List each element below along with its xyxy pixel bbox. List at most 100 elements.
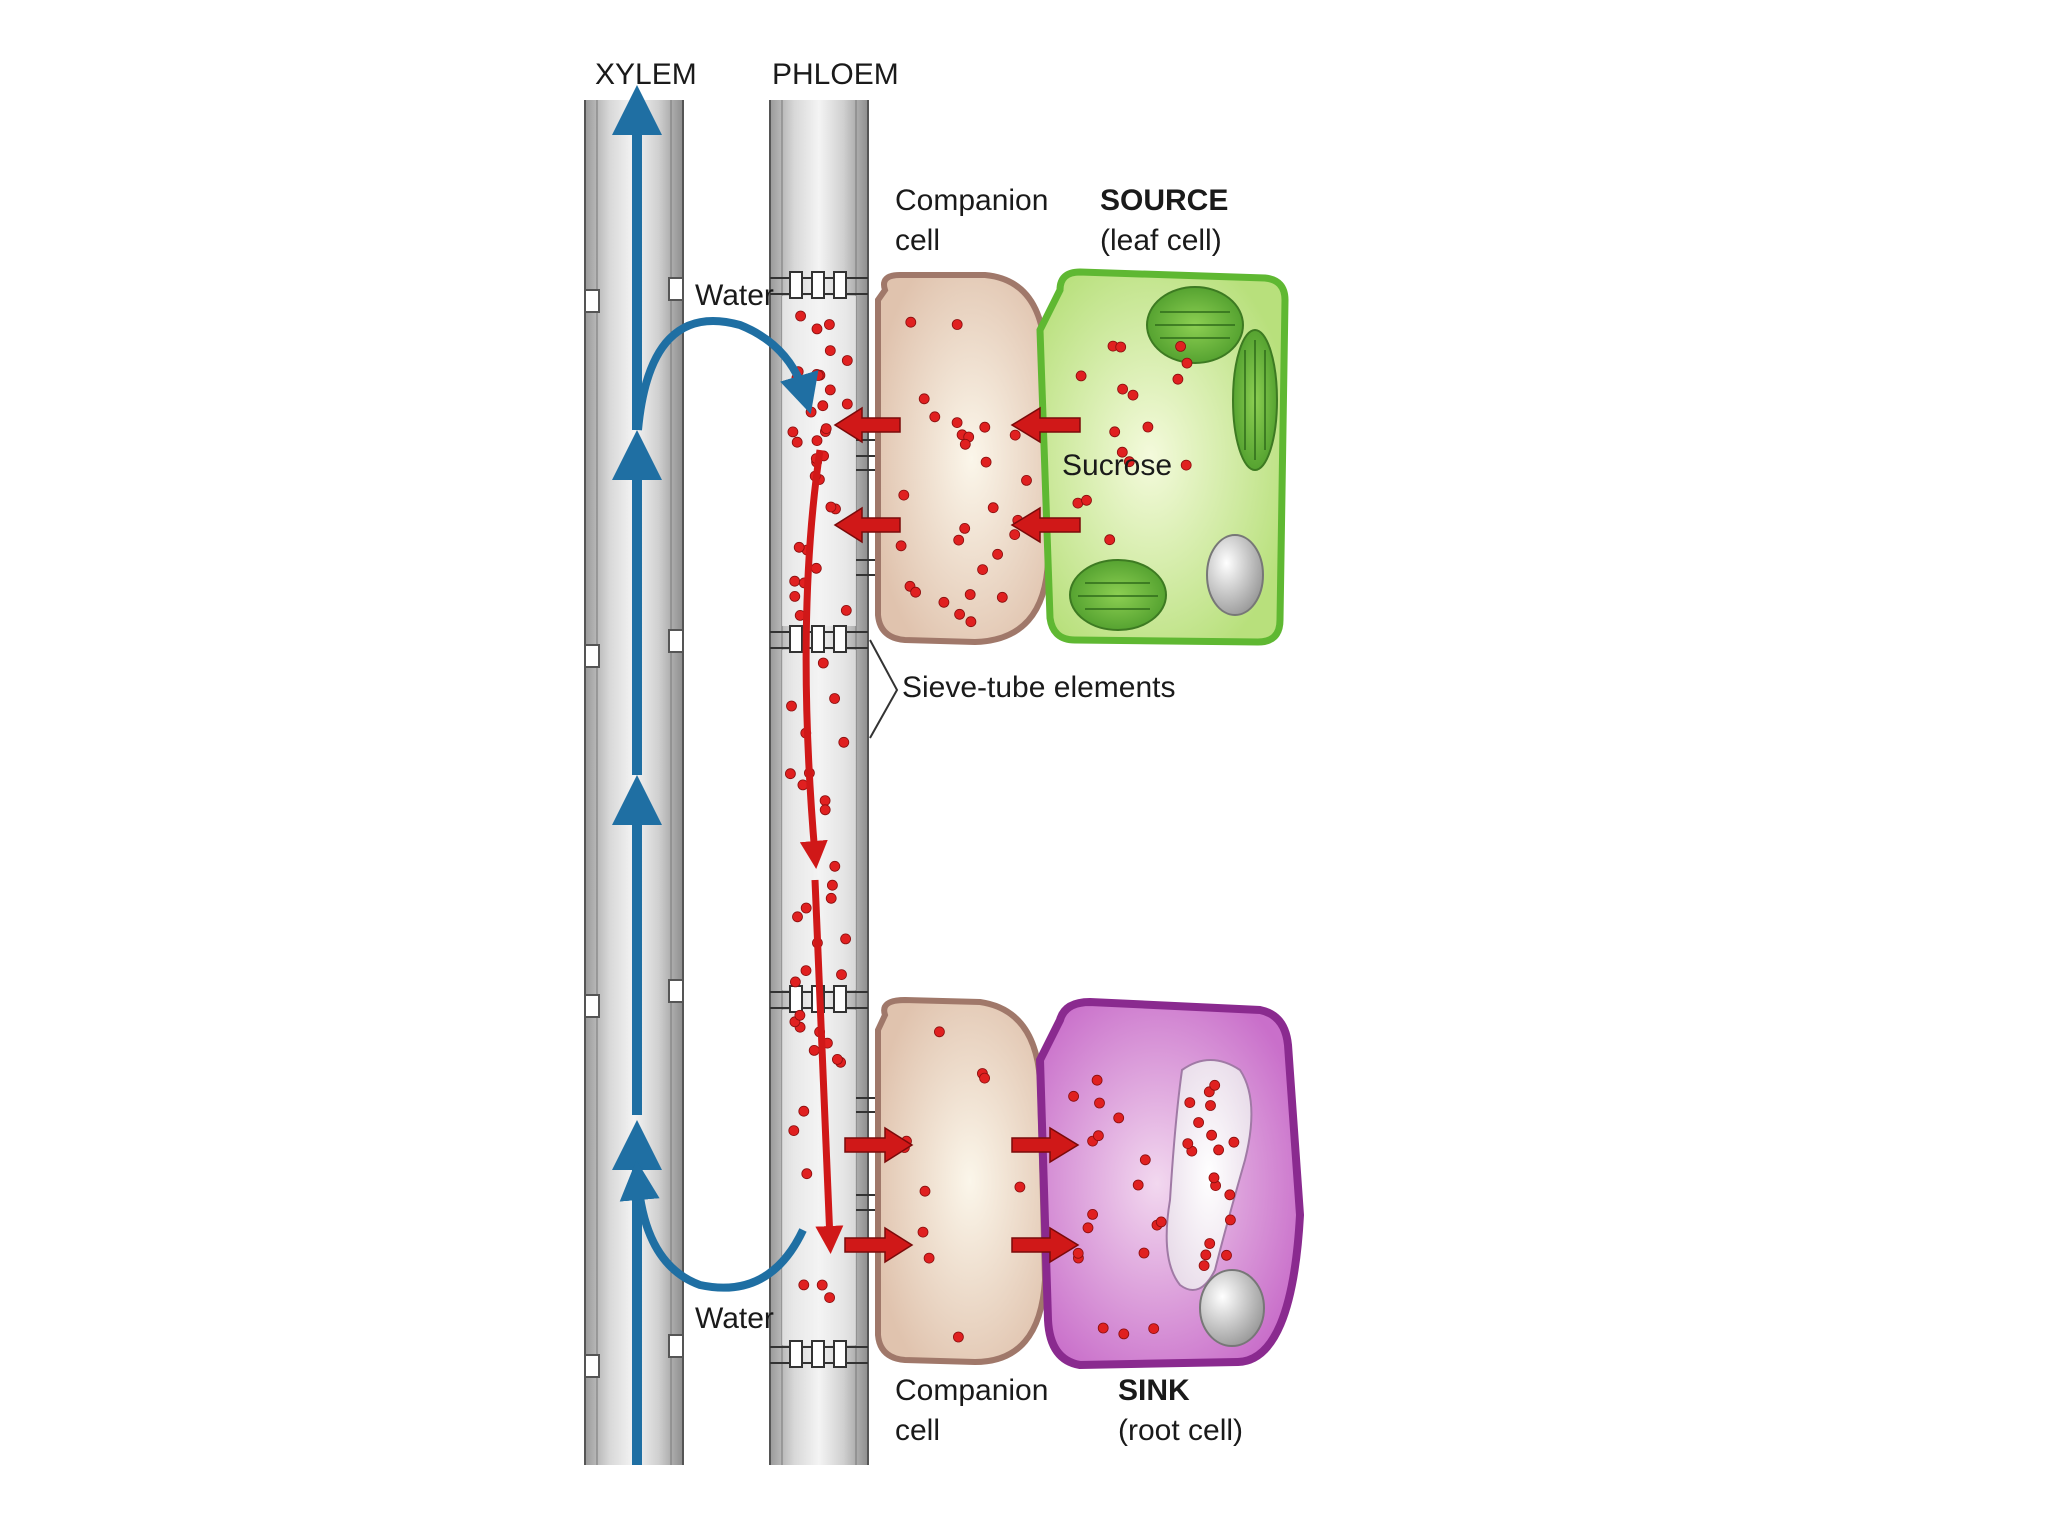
sucrose-dot: [832, 1054, 843, 1065]
sucrose-dot: [1155, 1216, 1167, 1228]
sucrose-molecules: [785, 310, 1240, 1343]
sucrose-dot: [824, 1292, 835, 1303]
source-title: SOURCE: [1100, 184, 1228, 217]
sink-title: SINK: [1118, 1374, 1190, 1407]
sucrose-dot: [1182, 1138, 1194, 1149]
sucrose-dot: [1009, 529, 1021, 540]
sucrose-dot: [1123, 456, 1135, 468]
sucrose-dot: [938, 596, 950, 608]
sucrose-dot: [1091, 1074, 1103, 1086]
sucrose-dot: [810, 562, 822, 574]
sieve-tube-bracket: [869, 639, 899, 739]
sucrose-dot: [1175, 340, 1186, 352]
sucrose-dot: [1093, 1130, 1104, 1142]
sucrose-dot: [1075, 370, 1087, 382]
sucrose-dot: [820, 423, 832, 435]
sink-root-cell: [1035, 997, 1305, 1370]
water-label-bottom: Water: [695, 1302, 774, 1335]
sucrose-dot: [919, 1185, 931, 1197]
sucrose-dot: [805, 406, 817, 418]
sucrose-dot: [792, 911, 803, 923]
sucrose-dot: [959, 438, 971, 450]
sucrose-dot: [800, 965, 812, 976]
sucrose-dot: [785, 768, 796, 780]
sucrose-dot: [996, 591, 1008, 603]
sucrose-dot: [1087, 1209, 1098, 1220]
sucrose-dot: [1228, 1136, 1240, 1148]
sucrose-dot: [1132, 1179, 1144, 1191]
sucrose-dot: [788, 1125, 800, 1136]
sucrose-dot: [1081, 494, 1092, 506]
sucrose-dot: [1209, 1079, 1221, 1091]
sucrose-dot: [798, 1279, 810, 1291]
sucrose-dot: [1184, 1097, 1196, 1108]
sucrose-dot: [1072, 1247, 1084, 1259]
sucrose-unloading-arrows: [844, 1126, 1080, 1264]
sucrose-dot: [789, 591, 801, 602]
xylem-label: XYLEM: [595, 58, 697, 91]
sucrose-dot: [811, 435, 823, 447]
sucrose-dot: [840, 605, 852, 616]
sucrose-dot: [979, 421, 991, 433]
sucrose-dot: [817, 400, 829, 412]
sucrose-dot: [817, 657, 829, 669]
nucleus-source: [1206, 534, 1264, 616]
sucrose-dot: [898, 489, 910, 501]
sucrose-dot: [1205, 1100, 1216, 1111]
sucrose-dot: [895, 540, 907, 552]
sucrose-dot: [1117, 383, 1128, 395]
sucrose-dot: [1139, 1154, 1151, 1166]
sucrose-dot: [1097, 1322, 1109, 1334]
companion-cell-bottom: [875, 996, 1049, 1366]
sucrose-dot: [992, 548, 1003, 560]
companion-cell-bottom-label-line1: Companion: [895, 1374, 1048, 1407]
companion-cell-bottom-label-line2: cell: [895, 1414, 940, 1447]
sucrose-dot: [789, 575, 801, 587]
sucrose-dot: [951, 319, 963, 330]
sucrose-dot: [1009, 429, 1021, 441]
sucrose-dot: [951, 417, 963, 429]
sieve-plate-2: [770, 625, 868, 653]
sucrose-dot: [1104, 534, 1116, 546]
sucrose-dot: [1021, 474, 1032, 486]
sucrose-dot: [1181, 357, 1193, 369]
sucrose-loading-arrows: [833, 406, 1081, 544]
sucrose-dot: [1127, 389, 1139, 401]
sucrose-dot: [1221, 1249, 1232, 1261]
sucrose-dot: [1198, 1260, 1210, 1271]
sucrose-dot: [987, 502, 999, 514]
sink-subtitle: (root cell): [1118, 1414, 1243, 1447]
sucrose-dot: [918, 393, 930, 405]
chloroplast: [1069, 286, 1278, 631]
sucrose-dot: [808, 1045, 820, 1056]
sucrose-dot: [1225, 1214, 1236, 1226]
phloem-label: PHLOEM: [772, 58, 899, 91]
sucrose-dot: [1142, 421, 1154, 433]
sucrose-dot: [1208, 1172, 1220, 1184]
sucrose-dot: [801, 1168, 813, 1180]
sucrose-dot: [829, 693, 840, 704]
sucrose-dot: [953, 534, 965, 546]
sucrose-dot: [824, 384, 836, 396]
sucrose-dot: [1068, 1090, 1079, 1102]
sucrose-dot: [819, 795, 831, 806]
sucrose-dot: [793, 541, 805, 553]
source-leaf-cell: [1036, 268, 1289, 646]
source-subtitle: (leaf cell): [1100, 224, 1222, 257]
phloem-flow-arrow-lower: [811, 879, 844, 1254]
sucrose-dot: [819, 804, 831, 816]
sucrose-dot: [794, 1009, 806, 1021]
sucrose-dot: [798, 1105, 810, 1117]
sucrose-dot: [816, 1279, 828, 1291]
sucrose-dot: [1148, 1323, 1160, 1334]
sucrose-dot: [1094, 1097, 1105, 1109]
companion-cell-top-label-line2: cell: [895, 224, 940, 257]
sucrose-dot: [1204, 1238, 1216, 1249]
sucrose-dot: [824, 345, 836, 357]
sucrose-dot: [980, 456, 992, 468]
water-arc-top: [634, 317, 819, 431]
sucrose-dot: [787, 426, 799, 438]
sucrose-dot: [1113, 1112, 1125, 1124]
sucrose-dot: [836, 969, 847, 980]
